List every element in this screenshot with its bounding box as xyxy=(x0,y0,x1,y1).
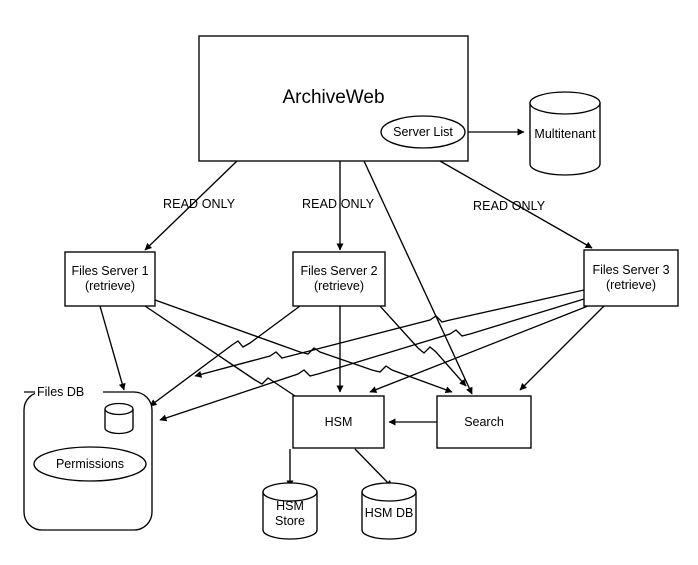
node-files-db-cylinder xyxy=(104,402,134,435)
edge-files-server-3-to-files-db xyxy=(159,298,585,422)
edge-archiveweb-to-files-server-3 xyxy=(439,160,593,249)
node-files-server-3[interactable] xyxy=(583,249,679,307)
node-search[interactable] xyxy=(436,395,532,449)
edge-label-read-only-3: READ ONLY xyxy=(473,199,546,213)
edge-files-server-2-to-search xyxy=(379,305,467,387)
edge-files-server-1-to-files-db xyxy=(99,305,126,391)
files-db-group-label: Files DB xyxy=(35,385,87,399)
edge-files-server-1-to-search xyxy=(154,299,453,394)
node-permissions[interactable] xyxy=(33,446,147,482)
edge-files-server-3-to-hsm xyxy=(369,305,589,393)
edge-label-read-only-1: READ ONLY xyxy=(163,197,236,211)
node-files-server-1[interactable] xyxy=(64,251,156,307)
edge-files-server-3-to-hsm-long xyxy=(194,289,585,378)
node-hsm-store[interactable] xyxy=(262,482,318,540)
edge-files-server-1-to-hsm xyxy=(144,305,308,405)
node-server-list[interactable] xyxy=(380,115,466,149)
node-hsm[interactable] xyxy=(292,395,385,449)
edge-archiveweb-to-search xyxy=(363,160,473,395)
edge-hsm-to-hsm-db xyxy=(354,448,393,488)
node-files-server-2[interactable] xyxy=(292,251,386,307)
edge-label-read-only-2: READ ONLY xyxy=(302,197,375,211)
node-hsm-db[interactable] xyxy=(361,482,417,540)
node-multitenant[interactable] xyxy=(529,91,601,176)
edge-archiveweb-to-files-server-1 xyxy=(144,160,238,251)
edge-files-server-2-to-files-db xyxy=(149,305,301,407)
edge-files-server-3-to-search xyxy=(519,305,605,391)
